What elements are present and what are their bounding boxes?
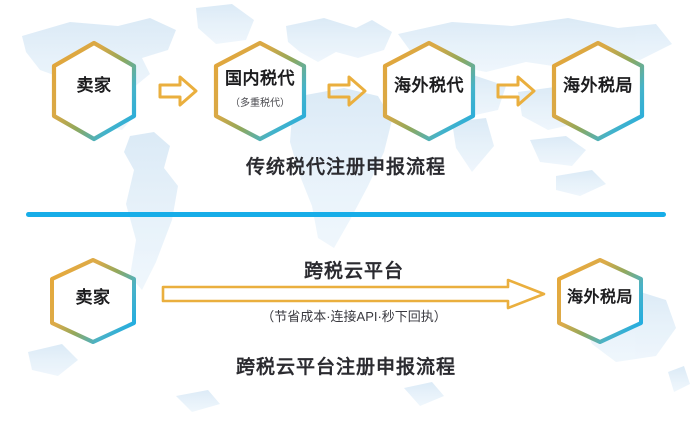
bottom-flow-sublabel: （节省成本·连接API·秒下回执） <box>261 309 447 324</box>
hex-node-overseas-tax-bureau-top: 海外税局 <box>548 39 648 143</box>
hex-label-overseas-tax-bureau-top: 海外税局 <box>563 76 633 95</box>
hex-node-overseas-tax-bureau-bottom: 海外税局 <box>553 256 647 346</box>
section-divider <box>26 212 666 217</box>
bottom-flow-caption: 跨税云平台注册申报流程 <box>235 357 456 378</box>
hex-node-overseas-tax-agent: 海外税代 <box>379 39 479 143</box>
arrow-right-icon-2 <box>325 72 369 110</box>
hex-node-seller-top: 卖家 <box>48 39 140 143</box>
arrow-right-icon-1 <box>156 72 200 110</box>
hex-node-domestic-tax-agent: 国内税代 （多重税代） <box>210 39 310 143</box>
bottom-flow-label: 跨税云平台 <box>303 261 404 282</box>
top-flow-caption: 传统税代注册申报流程 <box>245 157 446 178</box>
hex-label-domestic-tax-agent: 国内税代 <box>225 69 295 88</box>
hex-label-seller-bottom: 卖家 <box>75 288 111 307</box>
hex-label-overseas-tax-bureau-bottom: 海外税局 <box>566 289 633 306</box>
hex-label-seller-top: 卖家 <box>76 76 112 95</box>
hex-node-seller-bottom: 卖家 <box>46 256 140 346</box>
arrow-right-icon-3 <box>494 72 538 110</box>
hex-label-overseas-tax-agent: 海外税代 <box>394 76 464 95</box>
hex-sublabel-domestic-tax-agent: （多重税代） <box>230 98 290 109</box>
long-arrow-right-icon <box>160 277 548 311</box>
